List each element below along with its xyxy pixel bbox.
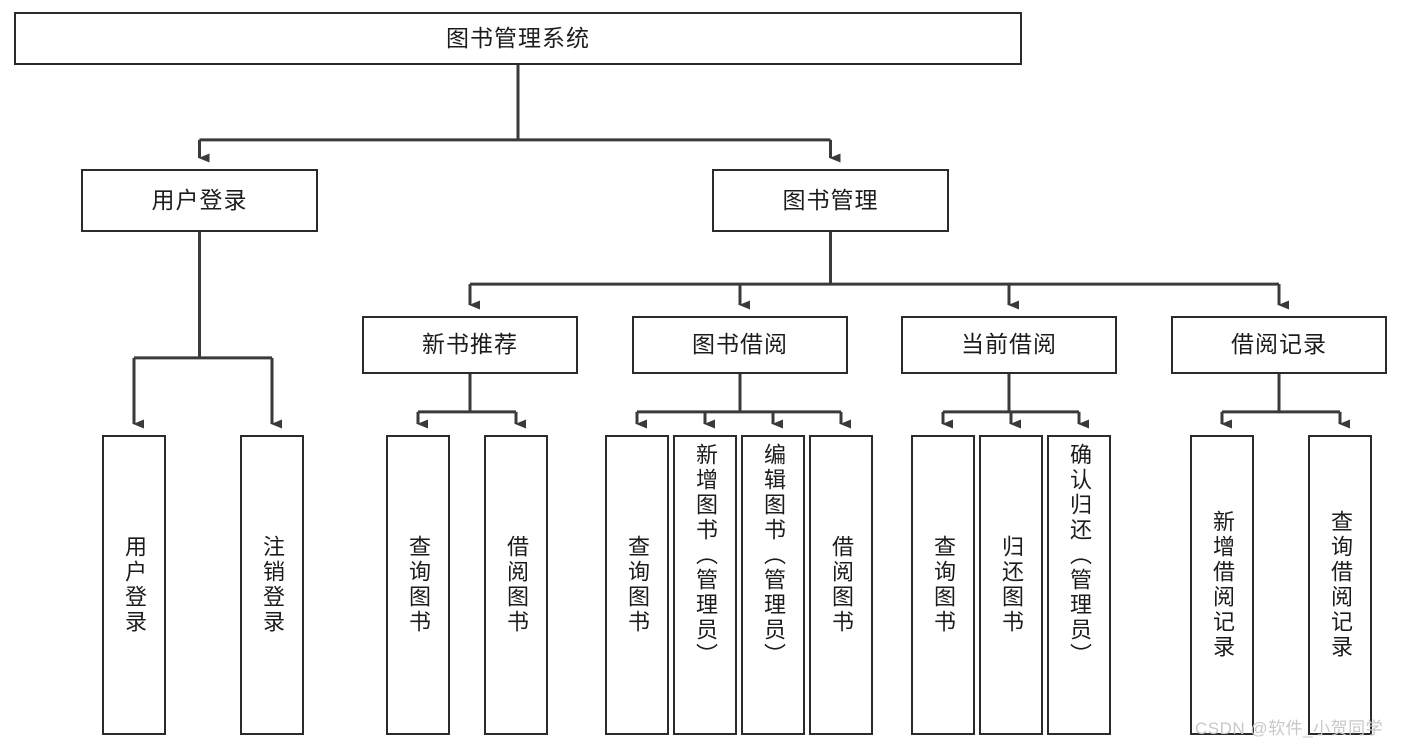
node-label-leaf-add-book: 新增图书（管理员） (693, 443, 718, 668)
node-label-leaf-query-book-3: 查询图书 (931, 535, 956, 635)
node-label-leaf-query-book-1: 查询图书 (406, 535, 431, 635)
node-label-leaf-borrow-book-2: 借阅图书 (829, 535, 854, 635)
node-leaf-query-book-2[interactable]: 查询图书 (605, 435, 669, 735)
node-label-borrow-record: 借阅记录 (1231, 331, 1327, 358)
node-leaf-logout[interactable]: 注销登录 (240, 435, 304, 735)
node-label-leaf-user-login: 用户登录 (122, 535, 147, 635)
node-label-leaf-confirm-return: 确认归还（管理员） (1067, 443, 1092, 668)
node-leaf-query-book-3[interactable]: 查询图书 (911, 435, 975, 735)
node-label-leaf-borrow-book-1: 借阅图书 (504, 535, 529, 635)
node-borrow-record[interactable]: 借阅记录 (1171, 316, 1387, 374)
node-book-borrow[interactable]: 图书借阅 (632, 316, 848, 374)
node-label-user-login: 用户登录 (151, 186, 248, 213)
node-label-leaf-query-book-2: 查询图书 (625, 535, 650, 635)
node-new-book-rec[interactable]: 新书推荐 (362, 316, 578, 374)
node-label-leaf-return-book: 归还图书 (999, 535, 1024, 635)
node-label-book-borrow: 图书借阅 (692, 331, 788, 358)
node-user-login[interactable]: 用户登录 (81, 169, 318, 232)
node-leaf-add-record[interactable]: 新增借阅记录 (1190, 435, 1254, 735)
node-leaf-edit-book[interactable]: 编辑图书（管理员） (741, 435, 805, 735)
node-label-new-book-rec: 新书推荐 (422, 331, 518, 358)
node-leaf-borrow-book-1[interactable]: 借阅图书 (484, 435, 548, 735)
node-leaf-query-book-1[interactable]: 查询图书 (386, 435, 450, 735)
node-label-leaf-logout: 注销登录 (260, 535, 285, 635)
node-label-leaf-add-record: 新增借阅记录 (1210, 510, 1235, 660)
node-current-borrow[interactable]: 当前借阅 (901, 316, 1117, 374)
node-label-book-manage: 图书管理 (782, 186, 879, 213)
node-label-current-borrow: 当前借阅 (961, 331, 1057, 358)
node-label-leaf-query-record: 查询借阅记录 (1328, 510, 1353, 660)
node-leaf-borrow-book-2[interactable]: 借阅图书 (809, 435, 873, 735)
node-leaf-add-book[interactable]: 新增图书（管理员） (673, 435, 737, 735)
node-book-manage[interactable]: 图书管理 (712, 169, 949, 232)
node-leaf-query-record[interactable]: 查询借阅记录 (1308, 435, 1372, 735)
node-label-root: 图书管理系统 (446, 24, 590, 51)
node-leaf-user-login[interactable]: 用户登录 (102, 435, 166, 735)
node-root[interactable]: 图书管理系统 (14, 12, 1022, 65)
node-label-leaf-edit-book: 编辑图书（管理员） (761, 443, 786, 668)
node-leaf-confirm-return[interactable]: 确认归还（管理员） (1047, 435, 1111, 735)
node-leaf-return-book[interactable]: 归还图书 (979, 435, 1043, 735)
